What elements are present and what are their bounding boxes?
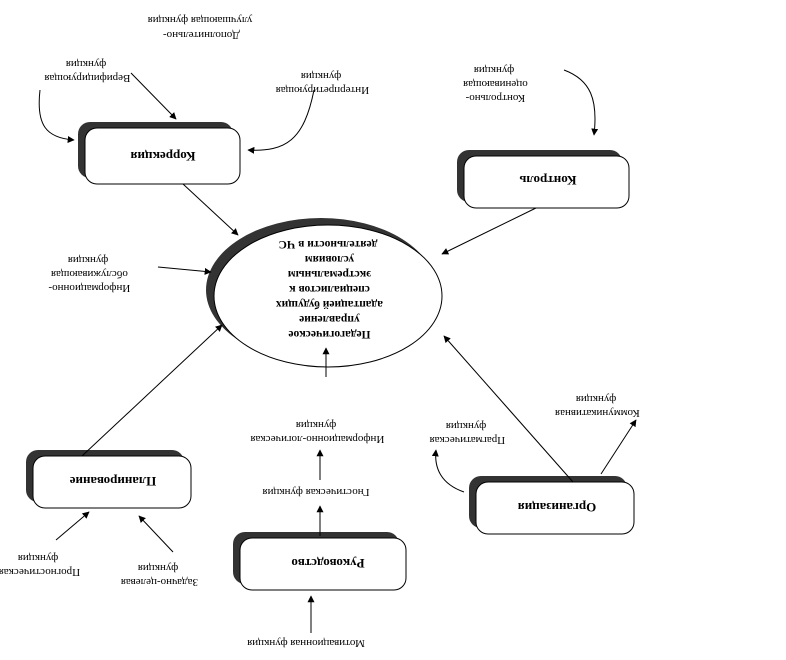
label-verifying: Верифицирующая функция xyxy=(42,58,131,84)
edge-organization-center xyxy=(443,335,574,483)
box-control-label: Контроль xyxy=(519,173,576,188)
box-organization: Организация xyxy=(469,476,635,535)
box-leadership: Руководство xyxy=(233,532,407,591)
edge-control-center xyxy=(441,207,537,255)
edge-verifying xyxy=(38,89,75,144)
box-planning: Планирование xyxy=(26,450,192,509)
svg-text:Педагогическое управле: Педагогическое управление адаптацией буд… xyxy=(273,238,383,340)
box-correction-label: Коррекция xyxy=(130,149,195,164)
box-correction: Коррекция xyxy=(78,122,241,185)
box-control: Контроль xyxy=(457,150,630,209)
label-pragmatic: Прагматическая функция xyxy=(427,420,505,446)
box-planning-label: Планирование xyxy=(69,474,156,489)
edge-correction-center xyxy=(182,183,239,236)
edge-control-eval xyxy=(563,69,599,136)
edge-info-service xyxy=(157,266,212,275)
center-line-6: условиям xyxy=(305,253,354,265)
center-line-2: управление xyxy=(299,313,360,325)
box-leadership-label: Руководство xyxy=(291,556,364,571)
edge-additional xyxy=(130,72,177,120)
label-info-service: Информационно- обслуживающая функция xyxy=(46,254,131,294)
edge-pragmatic xyxy=(431,449,465,493)
edge-goal-task xyxy=(138,515,174,553)
label-communicative: Коммуникативная функция xyxy=(552,393,640,419)
edge-interpreting xyxy=(247,89,315,154)
center-line-4: специалистов к xyxy=(289,283,370,295)
label-info-logical: Информационно-логическая функция xyxy=(248,419,385,445)
center-line-5: экстремальным xyxy=(288,268,371,280)
edge-planning-center xyxy=(81,324,223,457)
center-node: Педагогическое управление адаптацией буд… xyxy=(206,218,443,368)
label-goal-task: Задачно-целевая функция xyxy=(118,562,198,588)
label-motivational: Мотивационная функция xyxy=(247,637,365,649)
center-line-3: адаптацией будущих xyxy=(276,298,383,310)
center-line-1: Педагогическое xyxy=(288,328,370,340)
label-interpreting: Интерпретирующая функция xyxy=(273,70,369,96)
center-line-7: деятельности в ЧС xyxy=(279,238,378,250)
edge-prognostic xyxy=(55,511,90,541)
label-additional: Дополнительно- улучшающая функция xyxy=(148,14,253,41)
label-gnostic: Гностическая функция xyxy=(262,486,369,498)
edge-communicative xyxy=(600,419,637,475)
label-prognostic: Прогностическая функция xyxy=(0,552,80,578)
label-control-eval: Контрольно- оценивающая функция xyxy=(460,64,527,104)
box-organization-label: Организация xyxy=(518,500,596,515)
